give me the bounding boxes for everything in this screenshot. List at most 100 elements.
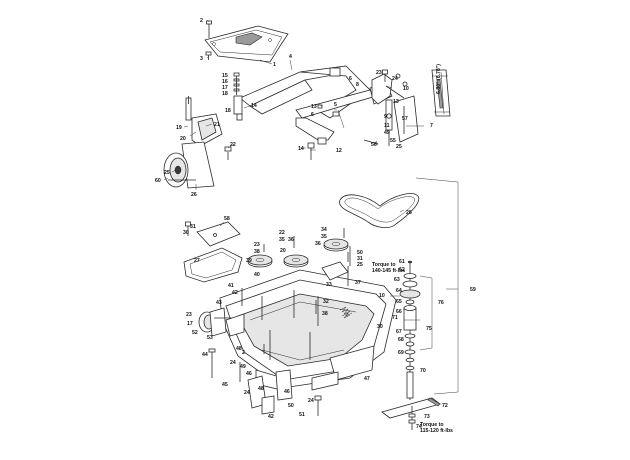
label-20: 20 [180, 136, 186, 142]
label-31b: 31 [357, 256, 363, 262]
label-6b: 6 [311, 112, 314, 118]
label-24a: 24 [230, 360, 236, 366]
label-56: 56 [371, 142, 377, 148]
spindle-assembly [399, 260, 421, 400]
label-23b: 23 [254, 242, 260, 248]
label-15: 15 [222, 73, 228, 79]
label-31: 31 [190, 224, 196, 230]
label-39: 39 [246, 258, 252, 264]
label-4: 4 [289, 54, 292, 60]
label-3: 3 [200, 56, 203, 62]
deck-hardware [185, 221, 351, 416]
label-28: 28 [406, 210, 412, 216]
label-32: 32 [323, 299, 329, 305]
label-6: 6 [349, 76, 352, 82]
label-27: 27 [194, 258, 200, 264]
label-35a: 35 [279, 237, 285, 243]
label-25b: 25 [396, 144, 402, 150]
label-40: 40 [254, 272, 260, 278]
label-12: 12 [336, 148, 342, 154]
label-70: 70 [420, 368, 426, 374]
label-26: 26 [191, 192, 197, 198]
label-66: 66 [396, 309, 402, 315]
height-link-left [247, 375, 275, 415]
group-bracket-59 [415, 177, 459, 395]
label-63: 63 [394, 277, 400, 283]
label-35b: 35 [321, 234, 327, 240]
label-22: 22 [230, 142, 236, 148]
label-16: 16 [222, 79, 228, 85]
dimension-note: 6.80" (8.78") [436, 64, 442, 94]
label-71: 71 [392, 315, 398, 321]
label-45: 45 [222, 382, 228, 388]
belt-cover [183, 247, 243, 283]
torque-note-bottom-line1: Torque to [420, 422, 444, 428]
label-9: 9 [384, 114, 387, 120]
label-72: 72 [442, 403, 448, 409]
label-59: 59 [470, 287, 476, 293]
label-49: 49 [384, 130, 390, 136]
label-34: 34 [321, 227, 327, 233]
label-60: 60 [155, 178, 161, 184]
label-69: 69 [398, 350, 404, 356]
label-46b: 46 [284, 389, 290, 395]
mower-blade [381, 397, 441, 430]
caster-arm [185, 96, 223, 147]
pulley-center [283, 254, 309, 268]
label-50: 50 [357, 250, 363, 256]
label-10b: 10 [379, 293, 385, 299]
label-65: 65 [396, 299, 402, 305]
label-58: 58 [224, 216, 230, 222]
label-25a: 25 [164, 170, 170, 176]
label-64: 64 [396, 288, 402, 294]
label-51: 51 [299, 412, 305, 418]
label-14a: 14 [251, 103, 257, 109]
label-17b: 17 [187, 321, 193, 327]
label-36a: 36 [288, 237, 294, 243]
label-13: 13 [311, 104, 317, 110]
group-bracket-76 [419, 275, 433, 351]
label-62: 62 [399, 267, 405, 273]
torque-note-bottom-line2: 115-120 ft-lbs [420, 428, 453, 434]
label-68: 68 [398, 337, 404, 343]
label-73: 73 [424, 414, 430, 420]
label-38: 38 [254, 249, 260, 255]
label-23: 23 [376, 70, 382, 76]
label-8: 8 [356, 82, 359, 88]
label-24: 24 [392, 76, 398, 82]
label-55: 55 [390, 138, 396, 144]
hanger-bracket [208, 348, 241, 382]
pulley-left [247, 254, 273, 268]
idler-spring [339, 306, 353, 319]
label-30b: 30 [377, 324, 383, 330]
diagram-notes: 6.80" (8.78") Torque to 140-145 ft-lbs T… [372, 64, 453, 434]
label-2b: 2 [242, 350, 245, 356]
label-1: 1 [273, 62, 276, 68]
label-14b: 14 [298, 146, 304, 152]
label-10: 10 [403, 86, 409, 92]
label-25c: 25 [357, 262, 363, 268]
label-33: 33 [326, 282, 332, 288]
height-link-center [275, 369, 293, 401]
caster-wheel [163, 141, 215, 189]
label-18b: 18 [225, 108, 231, 114]
label-13: 13 [393, 99, 399, 105]
bolt-2 [205, 20, 212, 60]
label-37: 37 [355, 280, 361, 286]
part-labels: 2 3 1 4 23 6 24 8 10 13 9 57 11 7 49 55 … [155, 18, 476, 430]
label-49b: 49 [240, 364, 246, 370]
label-74: 74 [416, 424, 422, 430]
torque-note-top-line2: 140-145 ft-lbs [372, 268, 405, 274]
cover-plate [204, 25, 289, 63]
label-5: 5 [334, 102, 337, 108]
label-38b: 38 [322, 311, 328, 317]
label-11: 11 [384, 123, 390, 129]
label-61: 61 [399, 259, 405, 265]
label-57: 57 [402, 116, 408, 122]
label-44: 44 [202, 352, 208, 358]
label-41: 41 [228, 283, 234, 289]
label-42b: 42 [268, 414, 274, 420]
right-bracket [371, 73, 419, 146]
